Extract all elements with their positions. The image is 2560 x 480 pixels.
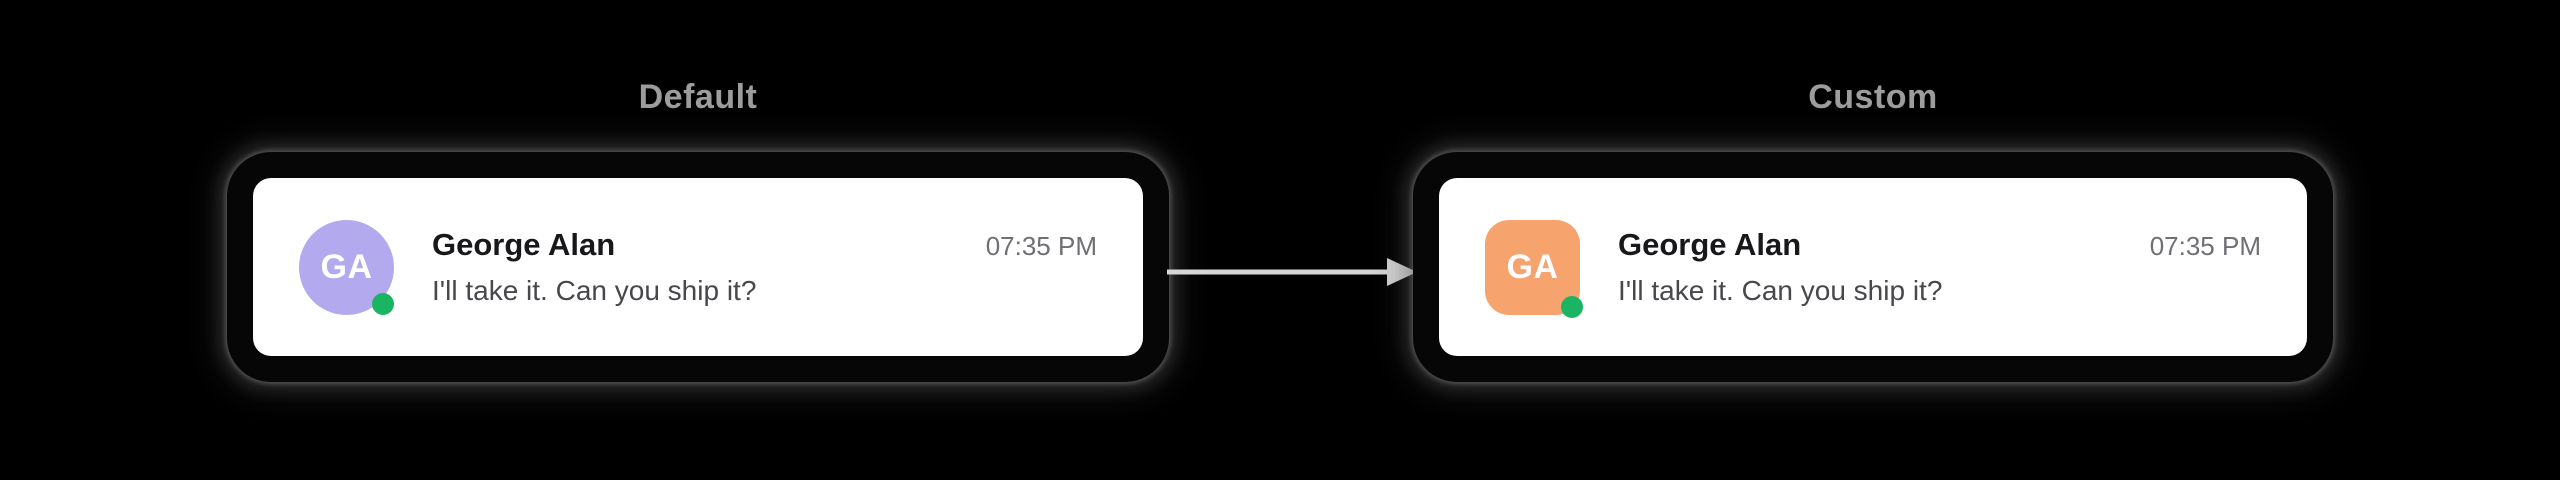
card-frame-custom: GA George Alan 07:35 PM I'll take it. Ca… (1413, 152, 2333, 382)
variant-label-default: Default (638, 78, 758, 116)
avatar-default: GA (299, 219, 394, 315)
arrow-container (1165, 252, 1417, 292)
avatar-custom: GA (1485, 219, 1583, 318)
card-body: George Alan 07:35 PM I'll take it. Can y… (432, 227, 1097, 307)
timestamp: 07:35 PM (985, 231, 1097, 261)
avatar-initials: GA (320, 247, 373, 286)
card-top-row: George Alan 07:35 PM (1618, 227, 2261, 263)
notification-card-custom[interactable]: GA George Alan 07:35 PM I'll take it. Ca… (1439, 178, 2307, 356)
variant-group-custom: Custom GA George Alan 07:35 PM I'll take… (1413, 76, 2333, 382)
card-body: George Alan 07:35 PM I'll take it. Can y… (1618, 227, 2261, 307)
sender-name: George Alan (432, 227, 616, 262)
message-text: I'll take it. Can you ship it? (1618, 275, 1943, 306)
notification-card-default[interactable]: GA George Alan 07:35 PM I'll take it. Ca… (253, 178, 1143, 356)
variant-group-default: Default GA George Alan 07:35 PM I'll tak… (227, 76, 1169, 382)
online-status-dot (1561, 295, 1583, 318)
message-text: I'll take it. Can you ship it? (432, 275, 757, 306)
card-top-row: George Alan 07:35 PM (432, 227, 1097, 263)
variant-label-custom: Custom (1808, 78, 1938, 116)
sender-name: George Alan (1618, 227, 1802, 262)
online-status-dot (372, 292, 394, 315)
arrow-right-icon (1167, 258, 1417, 286)
card-frame-default: GA George Alan 07:35 PM I'll take it. Ca… (227, 152, 1169, 382)
avatar-initials: GA (1506, 247, 1559, 286)
timestamp: 07:35 PM (2149, 231, 2261, 261)
